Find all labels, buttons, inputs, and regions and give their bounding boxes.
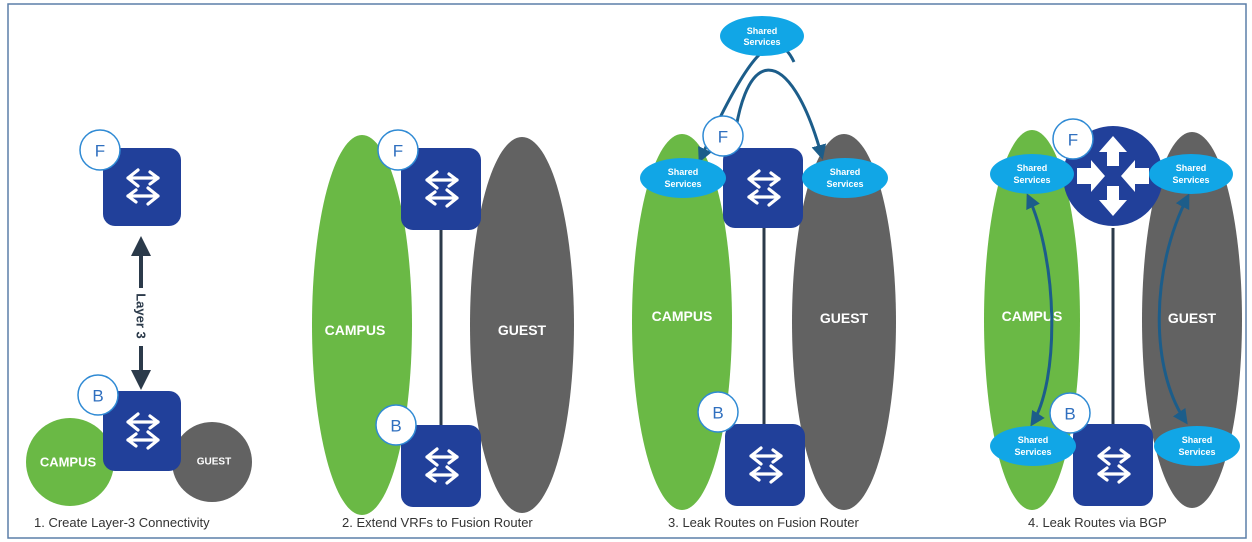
border-switch[interactable] <box>103 391 181 471</box>
fusion-badge: F <box>79 129 121 171</box>
border-badge: B <box>375 404 417 446</box>
frame-border <box>7 3 1247 539</box>
layer3-label: Layer 3 <box>134 293 149 339</box>
shared-services-guest: Shared Services <box>802 158 888 198</box>
step-1-caption: 1. Create Layer-3 Connectivity <box>34 515 210 530</box>
guest-label: GUEST <box>1168 310 1217 326</box>
svg-text:Services: Services <box>743 37 780 47</box>
guest-vrf <box>1142 132 1242 508</box>
svg-text:Shared: Shared <box>747 26 778 36</box>
border-switch[interactable] <box>1073 424 1153 506</box>
guest-vrf <box>470 137 574 513</box>
shared-services-campus-bottom: Shared Services <box>990 426 1076 466</box>
shared-services-campus: Shared Services <box>640 158 726 198</box>
shared-services-campus-top: Shared Services <box>990 154 1074 194</box>
bgp-arrow-campus <box>1026 193 1054 427</box>
panel-4: CAMPUS GUEST F Shared Services Shared <box>984 118 1242 530</box>
guest-label: GUEST <box>820 310 869 326</box>
fusion-switch[interactable] <box>103 148 181 226</box>
svg-text:Services: Services <box>1013 175 1050 185</box>
guest-label: GUEST <box>197 457 231 468</box>
fusion-badge: F <box>702 115 744 157</box>
campus-circle <box>26 418 114 506</box>
step-3-caption: 3. Leak Routes on Fusion Router <box>668 515 859 530</box>
step-4-caption: 4. Leak Routes via BGP <box>1028 515 1167 530</box>
fusion-switch[interactable] <box>723 148 803 228</box>
panel-2: CAMPUS GUEST F B 2. Extend VRFs to Fusio… <box>312 129 574 530</box>
router-icon <box>1077 136 1149 216</box>
svg-text:Shared: Shared <box>1018 435 1049 445</box>
svg-text:Shared: Shared <box>830 167 861 177</box>
svg-text:F: F <box>95 142 105 161</box>
shared-services-guest-bottom: Shared Services <box>1154 426 1240 466</box>
guest-circle <box>172 422 252 502</box>
fusion-badge: F <box>377 129 419 171</box>
svg-text:B: B <box>712 404 723 423</box>
campus-label: CAMPUS <box>652 308 713 324</box>
panel-1: Layer 3 F CAMPUS GUEST B 1. Create Layer… <box>26 129 252 530</box>
guest-vrf <box>792 134 896 510</box>
shared-services-top: Shared Services <box>720 16 804 56</box>
campus-label: CAMPUS <box>40 455 97 470</box>
svg-text:F: F <box>393 142 403 161</box>
svg-text:Shared: Shared <box>1176 163 1207 173</box>
border-badge: B <box>77 374 119 416</box>
svg-text:F: F <box>1068 131 1078 150</box>
svg-text:B: B <box>1064 405 1075 424</box>
guest-label: GUEST <box>498 322 547 338</box>
panel-3: CAMPUS GUEST Shared Services F Shared Se… <box>632 16 896 530</box>
svg-text:Services: Services <box>1178 447 1215 457</box>
svg-text:Shared: Shared <box>1017 163 1048 173</box>
border-switch[interactable] <box>401 425 481 507</box>
svg-text:Services: Services <box>1014 447 1051 457</box>
svg-text:B: B <box>92 387 103 406</box>
border-badge: B <box>1049 392 1091 434</box>
svg-text:Services: Services <box>664 179 701 189</box>
shared-services-guest-top: Shared Services <box>1149 154 1233 194</box>
layer3-label-bg <box>127 288 155 346</box>
border-badge: B <box>697 391 739 433</box>
svg-text:Shared: Shared <box>1182 435 1213 445</box>
fusion-badge: F <box>1052 118 1094 160</box>
svg-text:Services: Services <box>1172 175 1209 185</box>
border-switch[interactable] <box>725 424 805 506</box>
bgp-arrow-guest <box>1157 193 1190 425</box>
svg-text:B: B <box>390 417 401 436</box>
svg-text:Services: Services <box>826 179 863 189</box>
svg-text:F: F <box>718 128 728 147</box>
step-2-caption: 2. Extend VRFs to Fusion Router <box>342 515 533 530</box>
svg-text:Shared: Shared <box>668 167 699 177</box>
fusion-switch[interactable] <box>401 148 481 230</box>
campus-label: CAMPUS <box>325 322 386 338</box>
